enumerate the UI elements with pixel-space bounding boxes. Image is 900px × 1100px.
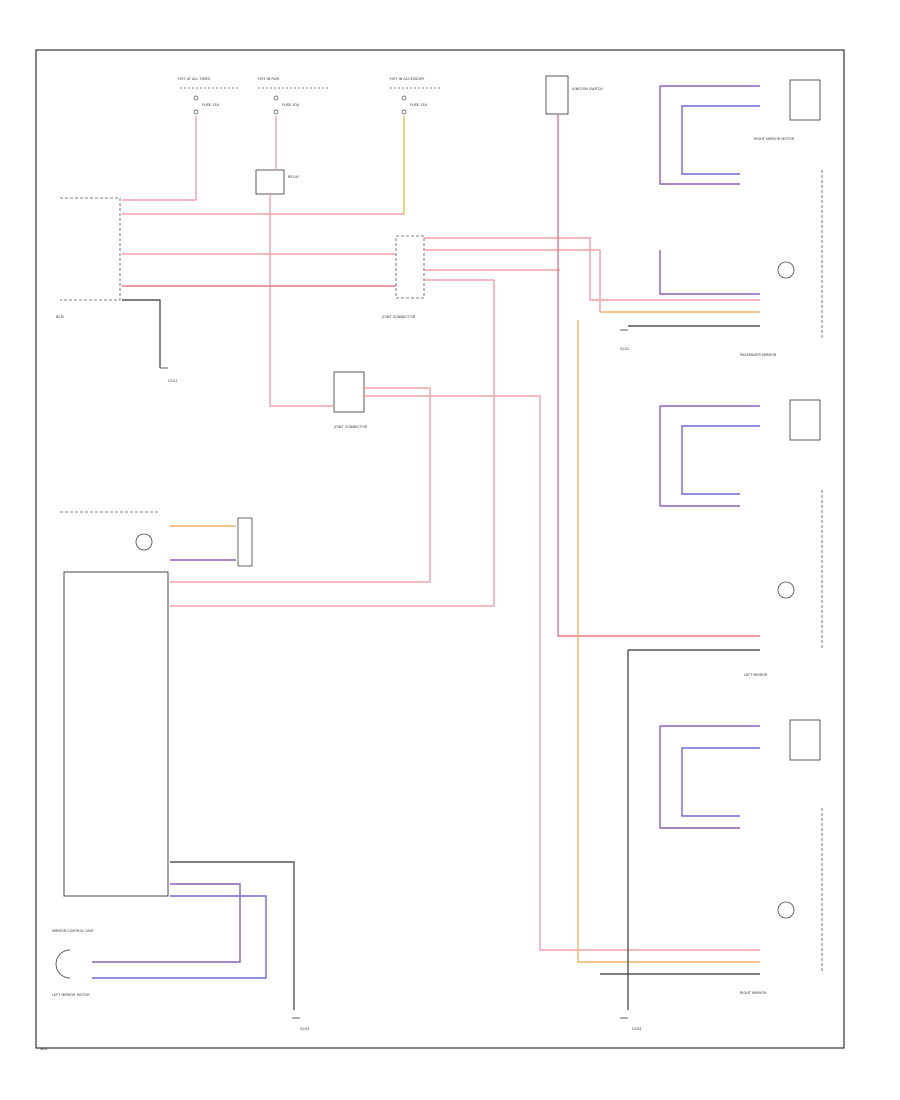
fuse-block-2: HOT IN RUN FUSE 10A [258,77,330,115]
ground-3-label: G103 [300,1027,309,1031]
wire-red-13 [364,395,760,951]
junction-connector-2: JOINT CONNECTOR [333,371,368,429]
fuse-2-rating: FUSE 10A [282,103,300,107]
ground-4-label: G104 [632,1027,642,1031]
left-mirror-motor: LEFT MIRROR MOTOR [52,949,90,997]
wire-purple-24 [659,725,760,829]
wire-purple-22 [659,405,760,507]
footer-label: W/D [40,1047,48,1051]
wire-red-0 [122,116,197,201]
ground-1-label: G101 [168,379,177,383]
mirror-control-unit: MIRROR CONTROL UNIT [52,511,253,933]
top-relay-label: RELAY [288,175,300,179]
bcm-label: BCM [56,315,64,319]
wire-blue-25 [681,747,760,817]
wire-red-7 [424,237,760,301]
fuse-1-rating: FUSE 15A [202,103,220,107]
wire-gray-32 [122,299,161,368]
junction-2-label: JOINT CONNECTOR [333,425,368,429]
junction-1-label: JOINT CONNECTOR [381,315,416,319]
wire-purple-29 [92,883,241,963]
wire-layer [92,85,760,1010]
top-switch-label: IGNITION SWITCH [572,87,603,91]
wire-orange-15 [577,320,760,963]
wire-red-8 [424,249,601,312]
left-mirror-motor-label: LEFT MIRROR MOTOR [52,993,90,997]
wire-blue-23 [681,425,760,495]
right-mirror-module: RIGHT MIRROR [740,808,823,995]
right-mirror-upper-label: RIGHT MIRROR MOTOR [754,137,795,141]
left-mirror-right-label: LEFT MIRROR [744,673,768,677]
fuse-3-title: HOT IN ACCESSORY [390,77,425,81]
left-module-label: MIRROR CONTROL UNIT [52,929,95,933]
junction-connector-1: JOINT CONNECTOR [381,235,425,319]
wire-blue-21 [681,105,760,175]
passenger-mirror-module: PASSENGER MIRROR [740,170,823,357]
top-ignition-switch: IGNITION SWITCH [545,75,603,115]
passenger-mirror-label: PASSENGER MIRROR [740,353,777,357]
right-mirror-lower-label: RIGHT MIRROR [740,991,767,995]
left-mirror-module: LEFT MIRROR [744,490,823,677]
top-relay: RELAY [255,169,300,195]
wire-red-4 [269,194,334,407]
mirror-motor-lower-right [789,719,821,761]
wire-gray-31 [170,861,295,1010]
mirror-motor-mid-right [789,399,821,441]
ground-2-label: G102 [620,347,629,351]
wire-dark_red-11 [557,114,760,637]
fuse-block-1: HOT AT ALL TIMES FUSE 15A [178,77,240,115]
wire-red-12 [170,387,431,583]
ground-symbols: G101 G102 G103 G104 [160,329,642,1031]
wire-purple-26 [659,250,760,295]
fuse-1-title: HOT AT ALL TIMES [178,77,211,81]
wire-blue-30 [92,895,267,979]
fuse-3-rating: FUSE 15A [410,103,428,107]
fuse-block-3: HOT IN ACCESSORY FUSE 15A [390,77,440,115]
mirror-motor-upper-right: RIGHT MIRROR MOTOR [754,79,821,141]
wire-red-10 [170,279,495,607]
wire-purple-20 [659,85,760,185]
left-bcm-connector: BCM [56,197,121,319]
fuse-2-title: HOT IN RUN [258,77,279,81]
diagram-frame [35,49,845,1049]
